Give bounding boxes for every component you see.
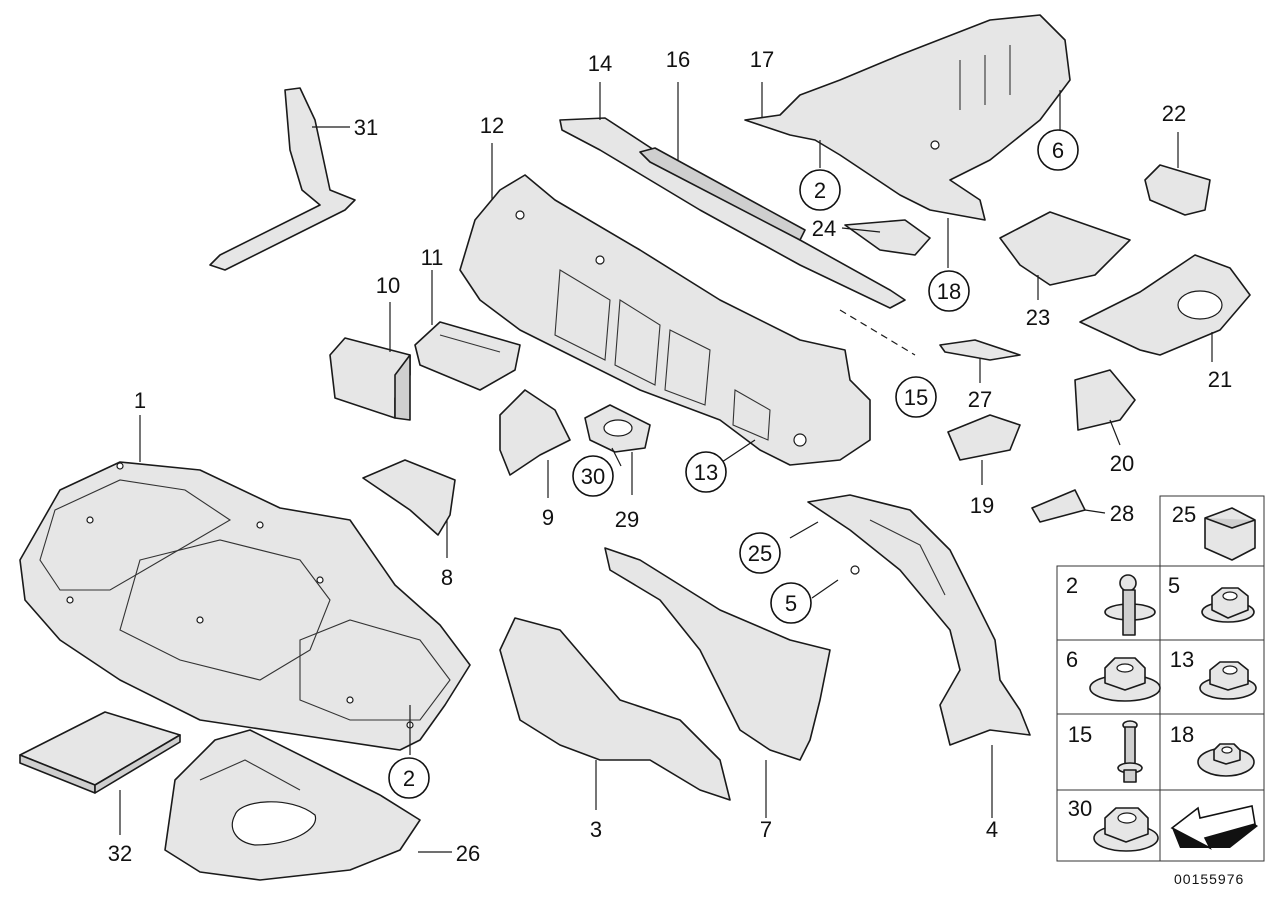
part-32-flat-pad [19,711,181,794]
part-22-block [1144,164,1211,216]
callout-4: 4 [986,817,998,842]
grid-label-30: 30 [1068,796,1092,821]
fastener-15-bolt [1117,720,1143,783]
grid-label-18: 18 [1170,722,1194,747]
callout-1: 1 [134,388,146,413]
callout-29: 29 [615,507,639,532]
callout-6: 6 [1052,138,1064,163]
part-21-panel [1079,254,1251,356]
direction-arrow-icon [1170,805,1258,850]
callout-13: 13 [694,460,718,485]
callout-11: 11 [421,245,444,270]
grid-label-15: 15 [1068,722,1092,747]
callout-21: 21 [1208,367,1232,392]
callout-9: 9 [542,505,554,530]
callout-28: 28 [1110,501,1134,526]
callout-12: 12 [480,113,504,138]
part-27-strip [939,339,1021,361]
part-11-tray [414,321,521,391]
circled-callouts: 2 2 6 18 15 13 30 25 5 [388,129,1079,799]
callout-30: 30 [581,464,605,489]
part-26-lower-insulation [164,729,421,881]
callout-5: 5 [785,591,797,616]
leader-lines [119,82,1213,853]
callout-8: 8 [441,565,453,590]
callout-2-upper: 2 [814,178,826,203]
grid-label-6: 6 [1066,647,1078,672]
part-31-bracket [209,87,356,271]
callout-19: 19 [970,493,994,518]
callout-10: 10 [376,273,400,298]
callout-20: 20 [1110,451,1134,476]
part-9-bracket [499,389,571,476]
callout-18: 18 [937,279,961,304]
callout-25: 25 [748,541,772,566]
callout-15: 15 [904,385,928,410]
grid-label-2: 2 [1066,573,1078,598]
part-6-wheel-arch-shield [744,14,1071,221]
callout-17: 17 [750,47,774,72]
grid-label-13: 13 [1170,647,1194,672]
callout-31: 31 [354,115,378,140]
callout-22: 22 [1162,101,1186,126]
fastener-grid: 25 2 5 6 13 15 18 30 [1056,495,1265,862]
part-12-bulkhead [459,174,871,466]
part-3-side-insulation [499,617,731,801]
fastener-6-nut [1089,657,1161,702]
callout-26: 26 [456,841,480,866]
part-24-bracket [844,219,931,256]
fastener-2-clip [1104,574,1156,636]
part-16-seal-strip [639,147,806,241]
part-19-wedge [947,414,1021,461]
callout-16: 16 [666,47,690,72]
fastener-18-nut [1197,743,1255,777]
fastener-13-nut [1199,661,1257,700]
reference-number: 00155976 [1174,871,1244,887]
part-29-grommet [584,404,651,453]
part-23-tray [999,211,1131,286]
fastener-30-nut [1093,807,1159,852]
callout-2-lower: 2 [403,766,415,791]
callout-3: 3 [590,817,602,842]
part-8-wedge [362,459,456,536]
callout-32: 32 [108,841,132,866]
part-1-floor-insulation [19,461,471,751]
part-28-plate [1031,489,1086,523]
part-4-wheelhouse-insulation [807,494,1031,746]
grid-label-25: 25 [1172,502,1196,527]
part-7-side-insulation [604,547,831,761]
part-20-mount [1074,369,1136,431]
callout-labels: 1 3 4 7 8 9 10 11 12 14 16 17 19 20 21 2… [108,47,1232,866]
fastener-25-plug [1204,507,1256,561]
callout-7: 7 [760,817,772,842]
callout-27: 27 [968,387,992,412]
grid-label-5: 5 [1168,573,1180,598]
callout-23: 23 [1026,305,1050,330]
callout-24: 24 [812,216,836,241]
callout-14: 14 [588,51,612,76]
part-10-block [329,337,411,421]
fastener-5-nut [1201,587,1255,623]
